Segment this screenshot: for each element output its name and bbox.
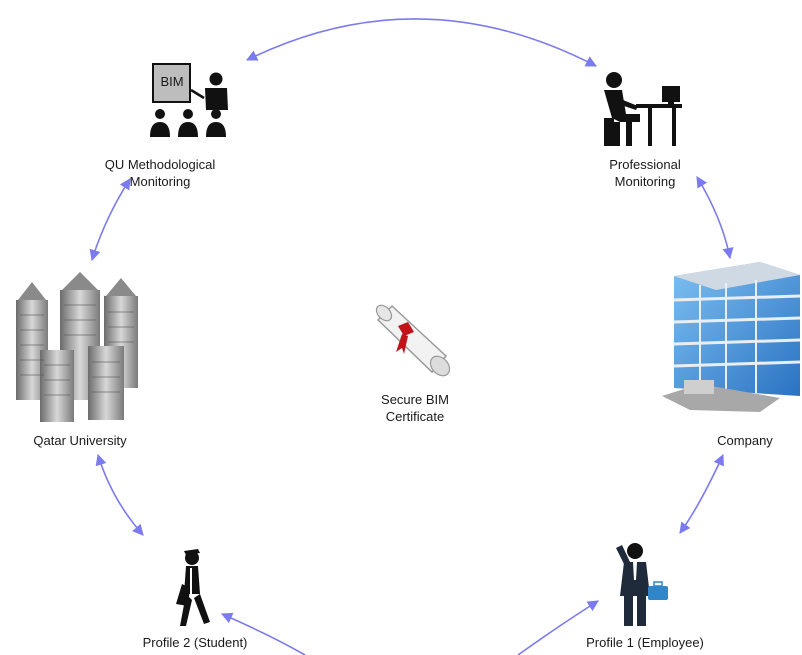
qu-monitoring-label: QU Methodological Monitoring bbox=[80, 156, 240, 190]
office-building-icon bbox=[662, 262, 801, 412]
arrow-professional-to-company bbox=[696, 176, 734, 260]
arrow-university-to-student bbox=[95, 453, 144, 536]
certificate-label: Secure BIM Certificate bbox=[360, 391, 470, 425]
arrow-company-to-employee bbox=[679, 453, 724, 534]
student-label: Profile 2 (Student) bbox=[142, 635, 248, 650]
connection-arrows bbox=[89, 18, 734, 655]
arrow-student-to-bottom bbox=[220, 612, 306, 655]
certificate-label-line1: Secure BIM bbox=[381, 392, 449, 407]
professional-monitoring-label-line2: Monitoring bbox=[614, 174, 676, 189]
qu-monitoring-label-line2: Monitoring bbox=[129, 174, 191, 189]
bim-board-text: BIM bbox=[160, 74, 184, 89]
arrow-qu-to-professional bbox=[245, 18, 597, 67]
desk-worker-icon bbox=[604, 72, 682, 146]
qu-monitoring-label-line1: QU Methodological bbox=[104, 157, 216, 172]
professional-monitoring-label-line1: Professional bbox=[609, 157, 681, 172]
certificate-scroll-icon bbox=[375, 304, 451, 377]
employee-label: Profile 1 (Employee) bbox=[586, 635, 704, 650]
student-icon bbox=[176, 549, 210, 626]
certificate-label-line2: Certificate bbox=[385, 409, 445, 424]
university-buildings-icon bbox=[16, 272, 138, 422]
university-label: Qatar University bbox=[33, 433, 127, 448]
company-label: Company bbox=[717, 433, 773, 448]
presentation-icon bbox=[150, 63, 228, 137]
employee-icon bbox=[616, 543, 668, 626]
arrow-qu-to-university bbox=[89, 178, 131, 262]
professional-monitoring-label: Professional Monitoring bbox=[590, 156, 700, 190]
arrow-employee-to-bottom bbox=[517, 600, 599, 655]
